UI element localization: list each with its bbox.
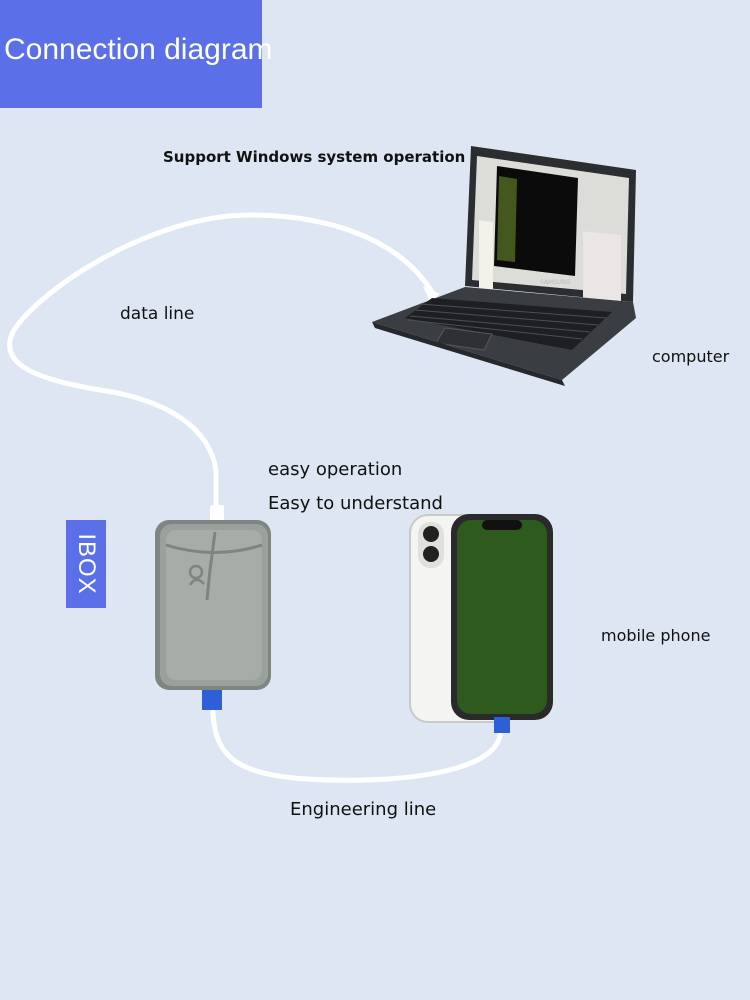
ibox-tag: IBOX bbox=[66, 520, 106, 608]
phone-connector bbox=[494, 717, 510, 733]
ibox-device-icon bbox=[155, 520, 271, 710]
mobile-phone-label: mobile phone bbox=[601, 626, 711, 645]
support-windows-label: Support Windows system operation bbox=[163, 148, 466, 166]
easy-understand-label: Easy to understand bbox=[268, 493, 443, 514]
data-line-label: data line bbox=[120, 304, 195, 324]
engineering-line-label: Engineering line bbox=[290, 799, 437, 820]
engineering-line-cable bbox=[210, 709, 503, 783]
data-line-cable bbox=[7, 212, 435, 518]
page-title: Connection diagram bbox=[0, 0, 273, 108]
computer-label: computer bbox=[652, 347, 730, 366]
smartphone-icon bbox=[409, 514, 553, 733]
laptop-brand: SAMSUNG bbox=[540, 279, 571, 286]
box-connector bbox=[202, 690, 222, 710]
ibox-label: IBOX bbox=[73, 533, 100, 595]
data-line-plug bbox=[423, 286, 440, 302]
laptop-icon: SAMSUNG bbox=[372, 146, 636, 386]
easy-operation-label: easy operation bbox=[268, 459, 403, 480]
